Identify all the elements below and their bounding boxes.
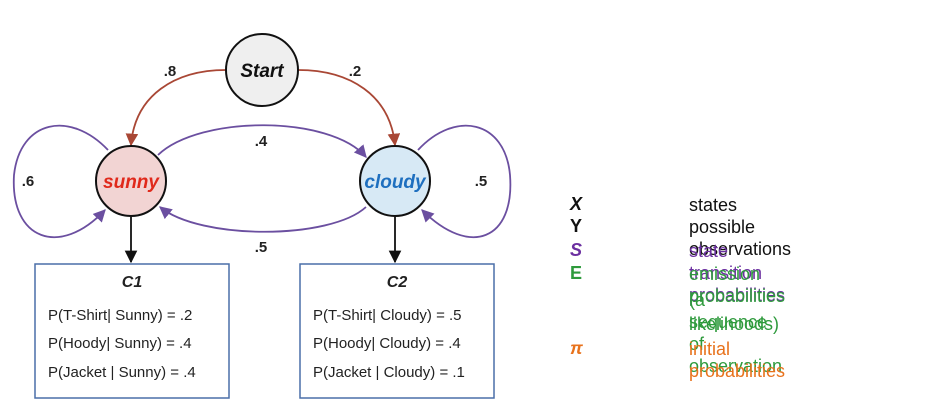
edge-sunny-to-cloudy <box>157 124 367 158</box>
label-sunny-self: .6 <box>22 173 35 190</box>
emission-line: P(Hoody| Sunny) = .4 <box>48 335 192 352</box>
label-start-to-sunny: .8 <box>164 63 177 80</box>
legend-desc-observations: possible observations <box>689 217 792 259</box>
emission-box-title: C1 <box>122 274 143 291</box>
legend-symbol-y: Y <box>570 216 583 236</box>
emission-box-c1: C1 P(T-Shirt| Sunny) = .2 P(Hoody| Sunny… <box>34 263 230 399</box>
emission-line: P(Jacket | Cloudy) = .1 <box>313 364 465 381</box>
emission-line: P(T-Shirt| Cloudy) = .5 <box>313 307 462 324</box>
legend-symbol-x: X <box>570 194 583 214</box>
node-start-label: Start <box>240 61 284 82</box>
label-cloudy-self: .5 <box>475 173 488 190</box>
legend-desc-emission-note-2: likelihoods) <box>689 314 780 334</box>
node-start: Start <box>225 33 299 107</box>
legend-desc-emission-note-1: (a sequence of observation <box>689 290 783 376</box>
edge-sunny-self <box>13 124 109 238</box>
emission-box-c2: C2 P(T-Shirt| Cloudy) = .5 P(Hoody| Clou… <box>299 263 495 399</box>
label-start-to-cloudy: .2 <box>349 63 362 80</box>
legend-desc-initial: initial probabilities <box>689 339 786 381</box>
emission-line: P(T-Shirt| Sunny) = .2 <box>48 307 192 324</box>
legend-symbol-e: E <box>570 263 583 283</box>
label-cloudy-to-sunny: .5 <box>255 239 268 256</box>
edge-start-to-sunny <box>125 69 227 147</box>
edge-cloudy-self <box>417 124 512 238</box>
node-sunny-label: sunny <box>103 172 160 193</box>
node-sunny: sunny <box>95 145 167 217</box>
node-cloudy: cloudy <box>359 145 431 217</box>
edge-cloudy-to-sunny <box>159 206 367 233</box>
emission-line: P(Jacket | Sunny) = .4 <box>48 364 196 381</box>
emission-line: P(Hoody| Cloudy) = .4 <box>313 335 461 352</box>
legend-desc-emission: emission probabilities <box>689 264 786 306</box>
legend-desc-transition: state transition probabilities <box>689 241 786 305</box>
label-sunny-to-cloudy: .4 <box>255 133 268 150</box>
legend-symbol-s: S <box>570 240 583 260</box>
node-cloudy-label: cloudy <box>364 172 427 193</box>
legend-symbol-pi: π <box>570 338 583 358</box>
edge-start-to-cloudy <box>297 69 401 147</box>
emission-box-title: C2 <box>387 274 408 291</box>
legend-desc-states: states <box>689 195 738 215</box>
